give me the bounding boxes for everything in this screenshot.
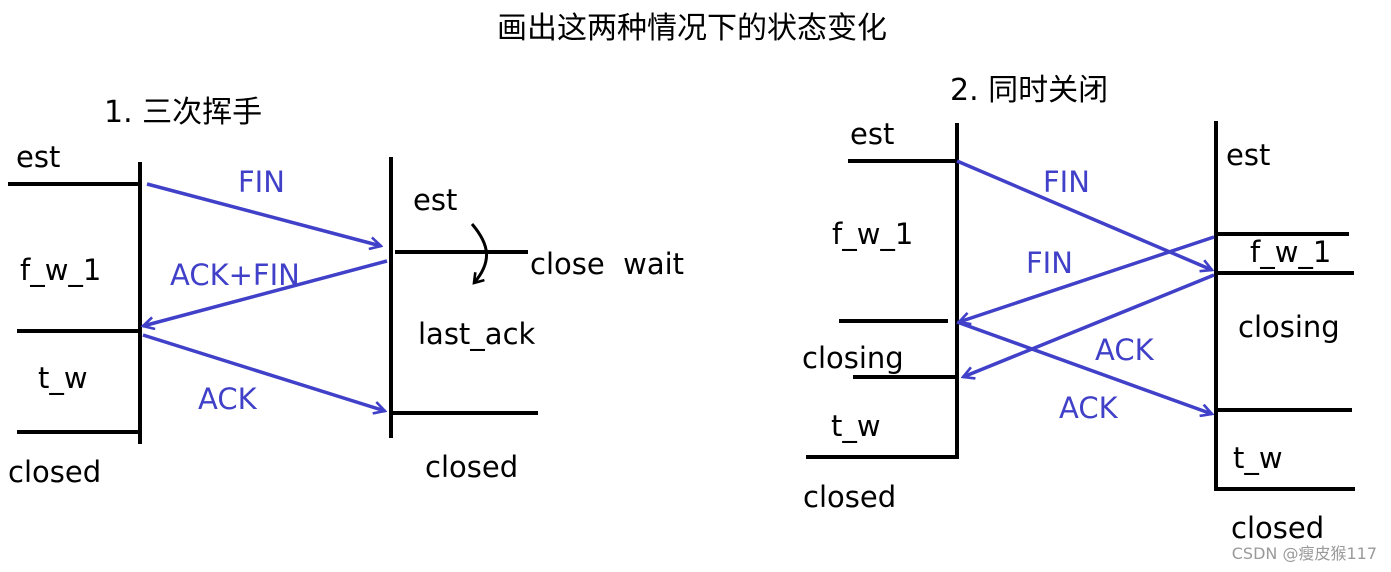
state-label-close-wait: close wait (530, 247, 684, 281)
state-label-closed: closed (1231, 511, 1324, 545)
page-title: 画出这两种情况下的状态变化 (497, 11, 887, 46)
transition-arrow (470, 223, 488, 283)
state-label-tw: t_w (831, 409, 881, 443)
state-label-last-ack: last_ack (418, 317, 536, 351)
state-label-closed: closed (803, 480, 896, 514)
state-label-fw1: f_w_1 (832, 217, 913, 251)
state-label-closing: closing (802, 341, 904, 375)
state-label-est: est (16, 140, 60, 174)
state-label-closing: closing (1238, 310, 1340, 344)
message-label-fin: FIN (238, 165, 285, 199)
state-label-est: est (850, 117, 894, 151)
diagram2-heading: 2. 同时关闭 (950, 73, 1108, 108)
message-arrow-ack-fin (143, 259, 388, 326)
state-label-tw: t_w (38, 361, 88, 395)
message-label-ack: ACK (1059, 391, 1119, 425)
message-arrow-fin (146, 182, 381, 246)
message-arrow-fin (959, 235, 1215, 322)
diagram-three-way-close: 1. 三次挥手 est f_w_1 t_w closed est close w… (8, 95, 684, 489)
state-label-est: est (413, 183, 457, 217)
message-label-ack-fin: ACK+FIN (170, 258, 300, 292)
state-label-closed: closed (425, 450, 518, 484)
message-label-fin: FIN (1043, 165, 1090, 199)
message-arrow-ack (956, 320, 1212, 414)
state-label-fw1: f_w_1 (1250, 235, 1331, 269)
diagram-simultaneous-close: 2. 同时关闭 est f_w_1 closing t_w closed est… (802, 73, 1355, 545)
state-label-closed: closed (8, 455, 101, 489)
watermark: CSDN @瘦皮猴117 (1232, 544, 1377, 563)
message-label-fin: FIN (1026, 246, 1073, 280)
message-label-ack: ACK (1095, 333, 1155, 367)
message-arrow-ack (963, 273, 1215, 377)
message-arrow-ack (142, 333, 385, 411)
diagram1-heading: 1. 三次挥手 (104, 95, 262, 130)
state-label-fw1: f_w_1 (20, 253, 101, 287)
state-label-tw: t_w (1233, 441, 1283, 475)
state-label-est: est (1226, 138, 1270, 172)
message-label-ack: ACK (198, 382, 258, 416)
